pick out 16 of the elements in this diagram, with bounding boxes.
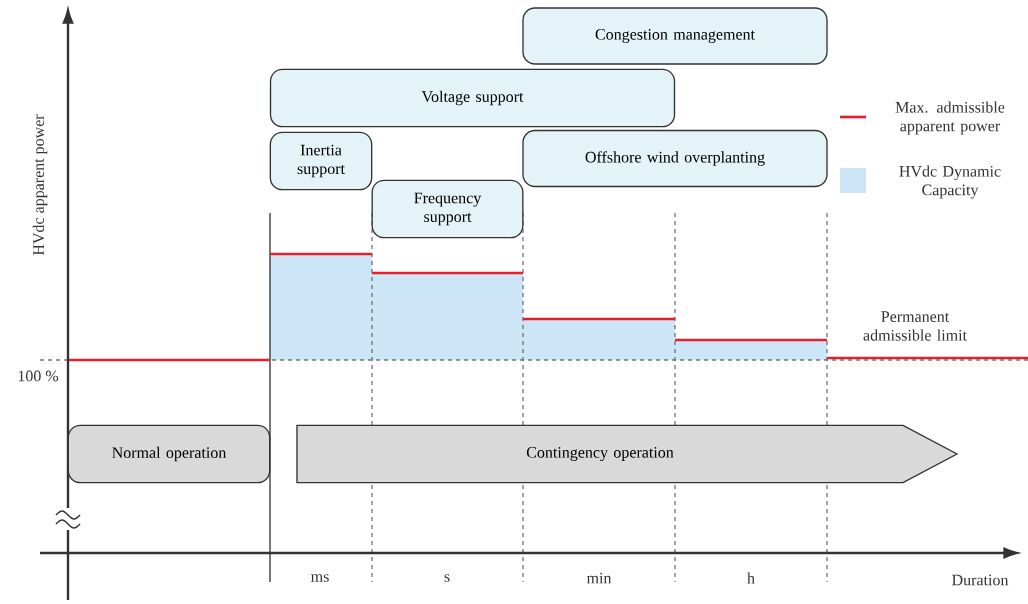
tick-label: min <box>586 572 612 584</box>
service-box: Voltage support <box>269 68 676 128</box>
note: Permanent admissible limit <box>863 311 967 341</box>
tick-label: 100 % <box>18 370 59 382</box>
tick-label: h <box>747 572 755 584</box>
service-box: Offshore wind overplanting <box>522 129 828 188</box>
phase-box: Normal operation <box>67 424 271 484</box>
axis-label: Duration <box>952 574 1009 586</box>
axis-label: HVdc apparent power <box>32 114 48 256</box>
service-box: Inertia support <box>269 131 373 191</box>
tick-label: ms <box>311 574 329 582</box>
service-box: Congestion management <box>522 7 828 65</box>
legend-label: HVdc Dynamic Capacity <box>899 165 1001 199</box>
service-box: Frequency support <box>371 179 524 239</box>
tick-label: s <box>444 574 450 582</box>
legend-label: Max. admissible apparent power <box>895 101 1005 135</box>
